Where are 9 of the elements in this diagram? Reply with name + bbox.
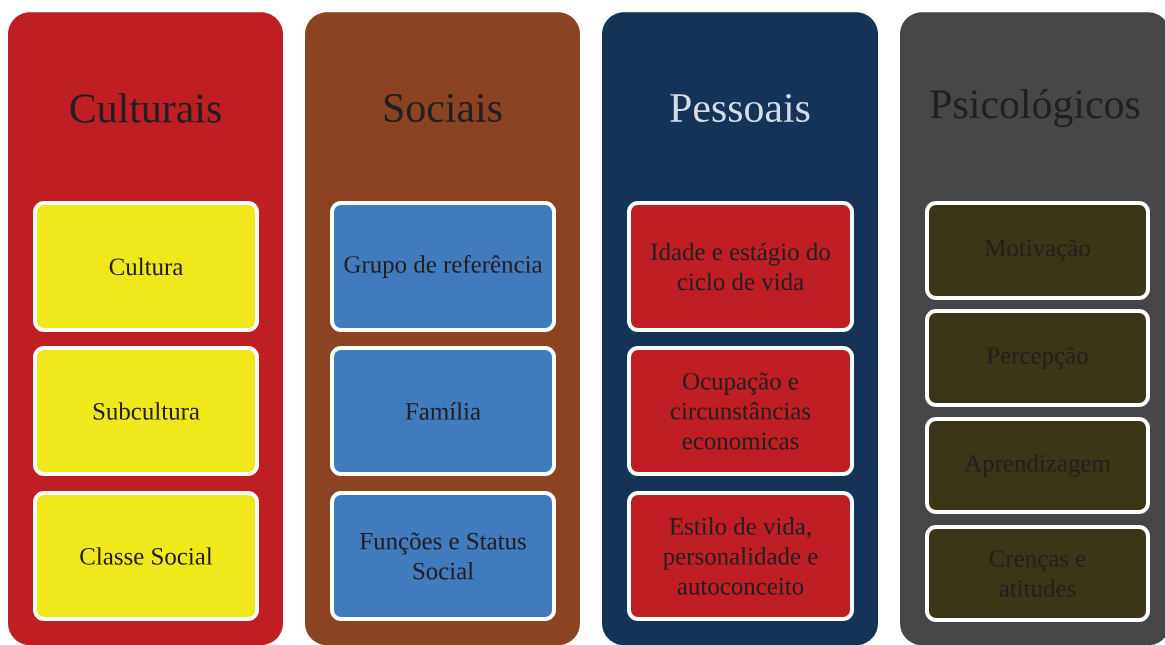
factor-box: Idade e estágio do ciclo de vida — [627, 201, 854, 332]
factor-box: Família — [330, 346, 556, 476]
factor-box: Funções e Status Social — [330, 491, 556, 621]
factor-box: Classe Social — [33, 491, 259, 621]
factor-box: Subcultura — [33, 346, 259, 476]
factor-box: Ocupação e circunstâncias economicas — [627, 346, 854, 476]
factor-box: Grupo de referência — [330, 201, 556, 332]
factor-box: Estilo de vida, personalidade e autoconceito — [627, 491, 854, 621]
factor-box: Cultura — [33, 201, 259, 332]
